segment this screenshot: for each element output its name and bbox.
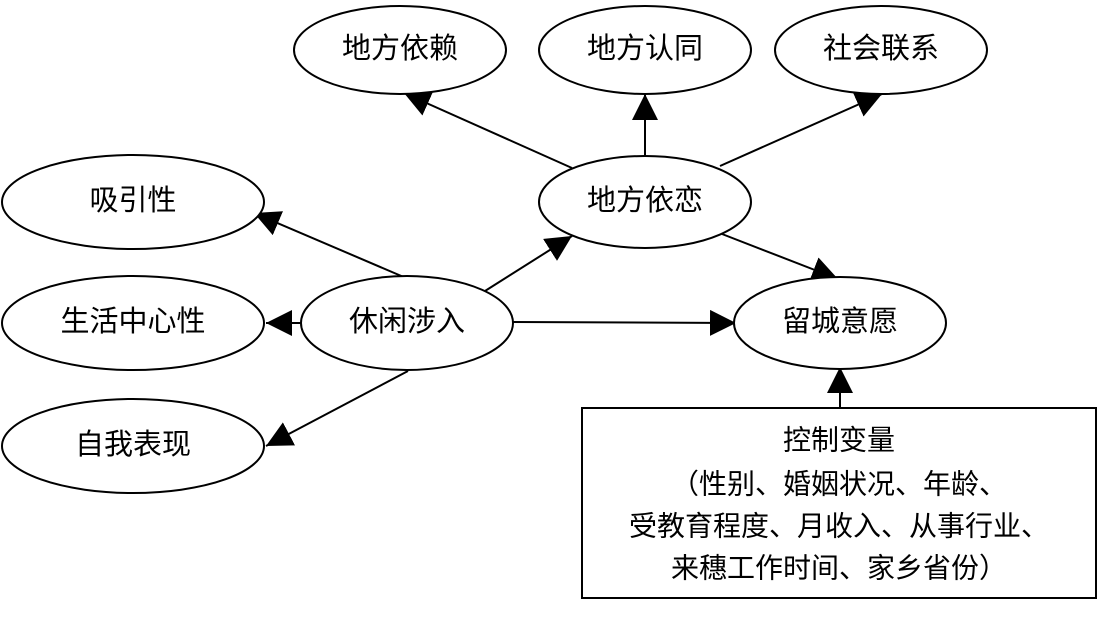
- node-leisure-involvement: 休闲涉入: [300, 275, 514, 371]
- node-place-dependence: 地方依赖: [293, 5, 507, 95]
- node-centrality: 生活中心性: [1, 275, 265, 371]
- node-centrality-label: 生活中心性: [60, 304, 205, 338]
- node-stay-intention-shape: [733, 276, 947, 370]
- node-attraction-shape: [1, 154, 265, 250]
- control-variables-title: 控制变量: [783, 424, 895, 457]
- node-place-identity-shape: [538, 5, 752, 95]
- node-social-bonding: 社会联系: [774, 5, 988, 95]
- control-variables-line-3: 来穗工作时间、家乡省份）: [671, 552, 1007, 585]
- node-social-bonding-label: 社会联系: [823, 31, 939, 65]
- control-variables-frame: [581, 407, 1097, 599]
- node-attraction-label: 吸引性: [89, 183, 176, 217]
- control-variables-box: 控制变量 （性别、婚姻状况、年龄、 受教育程度、月收入、从事行业、 来穗工作时间…: [581, 407, 1097, 599]
- node-leisure-involvement-shape: [300, 275, 514, 371]
- node-place-identity: 地方认同: [538, 5, 752, 95]
- node-place-attachment: 地方依恋: [538, 155, 752, 249]
- node-leisure-involvement-label: 休闲涉入: [349, 304, 465, 338]
- node-place-attachment-label: 地方依恋: [587, 183, 703, 217]
- node-place-dependence-label: 地方依赖: [342, 31, 458, 65]
- node-self-expression: 自我表现: [1, 398, 265, 494]
- node-place-identity-label: 地方认同: [587, 31, 703, 65]
- edge-attachment-to-intention: [721, 233, 839, 282]
- node-self-expression-label: 自我表现: [75, 427, 191, 461]
- edge-leisure-to-intention: [512, 309, 737, 336]
- edge-leisure-to-attachment: [484, 235, 573, 292]
- node-centrality-shape: [1, 275, 265, 371]
- node-self-expression-shape: [1, 398, 265, 494]
- edge-leisure-to-self-expression: [265, 370, 409, 447]
- control-variables-line-1: （性别、婚姻状况、年龄、: [671, 468, 1007, 501]
- node-social-bonding-shape: [774, 5, 988, 95]
- edge-attachment-to-dependence: [403, 91, 573, 169]
- edge-attachment-to-social: [719, 92, 883, 167]
- node-place-attachment-shape: [538, 155, 752, 249]
- node-stay-intention-label: 留城意愿: [782, 304, 898, 338]
- node-place-dependence-shape: [293, 5, 507, 95]
- node-attraction: 吸引性: [1, 154, 265, 250]
- edges: [253, 91, 883, 447]
- control-variables-line-2: 受教育程度、月收入、从事行业、: [629, 510, 1049, 543]
- edge-leisure-to-attraction: [253, 211, 407, 279]
- node-stay-intention: 留城意愿: [733, 276, 947, 370]
